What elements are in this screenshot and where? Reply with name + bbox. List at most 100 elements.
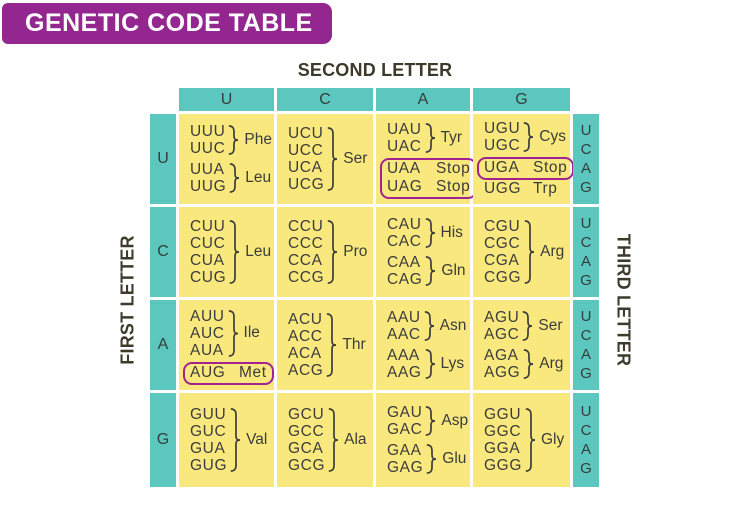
codon: CAU bbox=[387, 216, 422, 233]
codon: CGC bbox=[484, 235, 521, 252]
codon: UUU bbox=[190, 123, 226, 140]
codon: CUG bbox=[190, 269, 227, 286]
codon: CGA bbox=[484, 252, 520, 269]
amino-acid-label: Arg bbox=[539, 355, 564, 372]
codon: CGG bbox=[484, 269, 522, 286]
codon: CUU bbox=[190, 218, 226, 235]
third-letter-A: A bbox=[580, 253, 591, 270]
third-letter-U: U bbox=[580, 403, 592, 420]
codon: AAC bbox=[387, 326, 421, 343]
codon: GGC bbox=[484, 423, 522, 440]
codon: CAC bbox=[387, 233, 422, 250]
codon: GCA bbox=[288, 440, 324, 457]
third-letter-C: C bbox=[580, 141, 592, 158]
codon-group-brace-icon bbox=[524, 220, 535, 284]
codon: GAA bbox=[387, 442, 422, 459]
third-letter-U: U bbox=[580, 215, 592, 232]
table-corner-right bbox=[573, 88, 599, 111]
codon: UAU bbox=[387, 121, 422, 138]
codon: CCA bbox=[288, 252, 323, 269]
third-letter-G: G bbox=[580, 460, 592, 477]
amino-acid-label: Ser bbox=[343, 150, 368, 167]
codon: GUA bbox=[190, 440, 226, 457]
codon-group-brace-icon bbox=[327, 313, 337, 377]
codon: UCU bbox=[288, 125, 324, 142]
codon-group-brace-icon bbox=[523, 311, 533, 341]
amino-acid-label: Cys bbox=[539, 128, 566, 145]
codon-group-brace-icon bbox=[425, 349, 435, 379]
codon: AGC bbox=[484, 326, 520, 343]
codon: GUU bbox=[190, 406, 227, 423]
page-title-banner: GENETIC CODE TABLE bbox=[2, 3, 332, 44]
codon: AUA bbox=[190, 341, 224, 359]
codon: UGC bbox=[484, 137, 521, 154]
codon: GGA bbox=[484, 440, 521, 457]
codon-group-brace-icon bbox=[229, 125, 239, 155]
amino-acid-label: His bbox=[440, 224, 463, 241]
amino-acid-label: Tyr bbox=[440, 129, 463, 146]
amino-acid-label: Asn bbox=[439, 317, 467, 334]
page-title: GENETIC CODE TABLE bbox=[25, 9, 313, 37]
third-letter-G: G bbox=[580, 272, 592, 289]
codon: GGU bbox=[484, 406, 522, 423]
codon: UAG bbox=[387, 178, 423, 195]
column-header-G: G bbox=[473, 88, 570, 111]
second-letter-axis-label: SECOND LETTER bbox=[297, 60, 453, 80]
amino-acid-label: Gly bbox=[540, 431, 565, 448]
codon: UAA bbox=[387, 160, 421, 177]
codon: CUA bbox=[190, 252, 225, 269]
codon: UCC bbox=[288, 142, 324, 159]
codon: GGG bbox=[484, 457, 522, 474]
third-letter-G: G bbox=[580, 179, 592, 196]
codon: GAG bbox=[387, 459, 424, 476]
codon: GCG bbox=[288, 457, 326, 474]
codon: ACU bbox=[288, 311, 323, 328]
amino-acid-label: Leu bbox=[245, 243, 272, 260]
amino-acid-label: Met bbox=[239, 363, 267, 381]
amino-acid-label: Phe bbox=[244, 131, 272, 148]
codon-group-brace-icon bbox=[426, 406, 436, 436]
amino-acid-label: Trp bbox=[533, 180, 558, 197]
amino-acid-label: Lys bbox=[440, 355, 465, 372]
codon-group-brace-icon bbox=[523, 349, 534, 379]
codon: UGU bbox=[484, 120, 521, 137]
column-header-A: A bbox=[376, 88, 470, 111]
